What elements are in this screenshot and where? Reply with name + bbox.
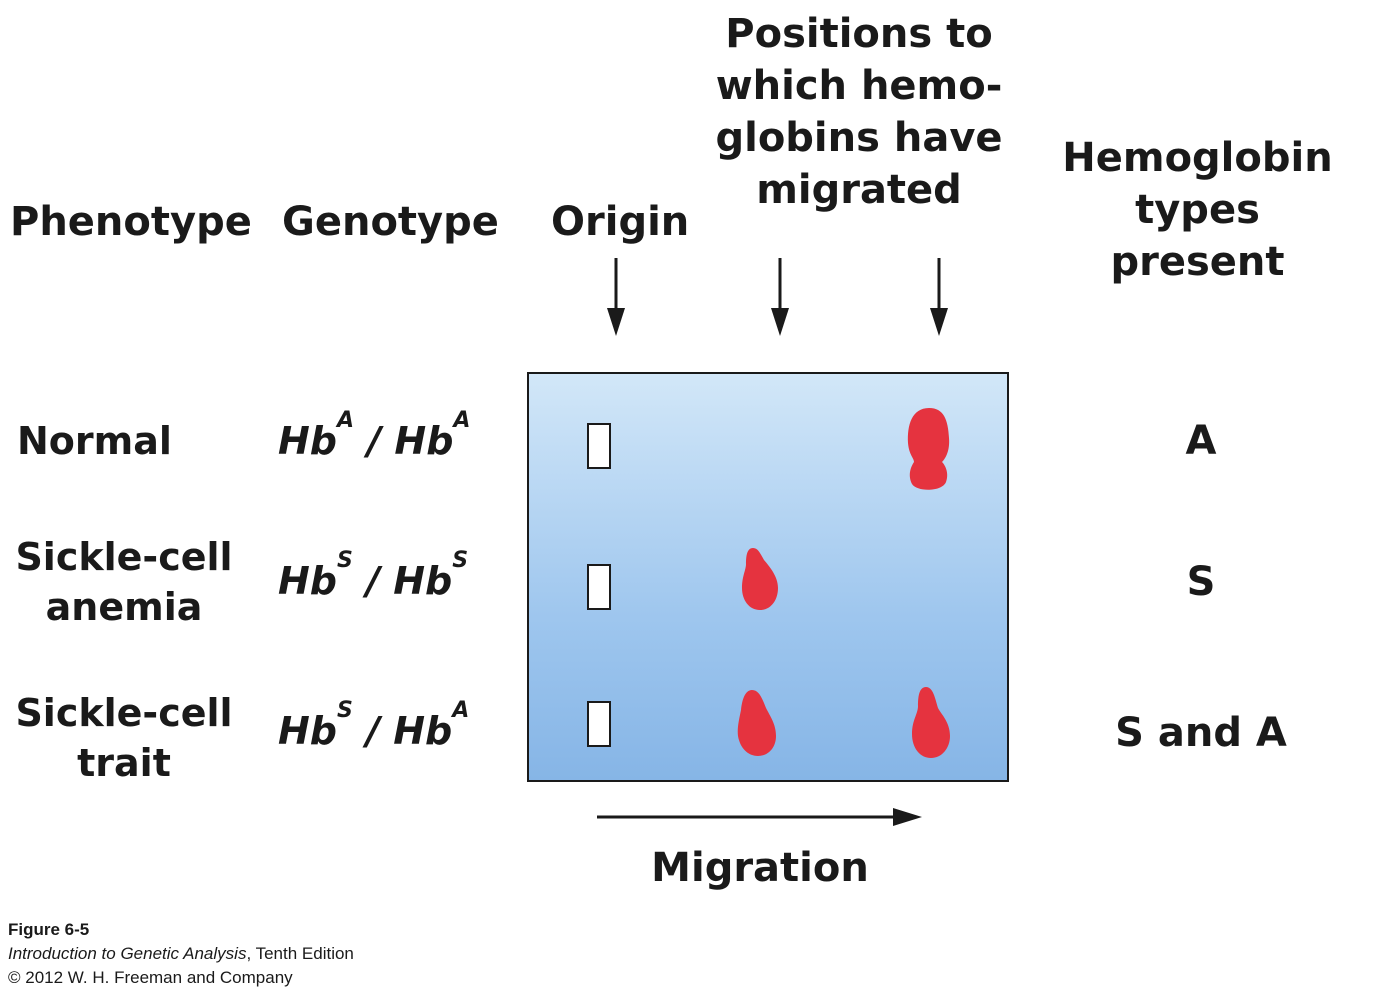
header-positions-line: Positions to	[725, 11, 993, 57]
header-phenotype: Phenotype	[10, 199, 252, 245]
allele-2: Hb	[393, 709, 453, 753]
phenotype-line: Sickle-cell	[15, 535, 233, 579]
band-hb-s-trait	[737, 690, 776, 756]
phenotype-line: Normal	[17, 419, 172, 463]
types-normal: A	[1185, 418, 1217, 464]
phenotype-line: trait	[77, 741, 171, 785]
origin-well-sickle-anemia	[587, 564, 611, 610]
book-line: Introduction to Genetic Analysis, Tenth …	[8, 942, 354, 966]
header-origin: Origin	[551, 199, 690, 245]
position-arrow-a	[930, 258, 948, 336]
position-arrow-s	[771, 258, 789, 336]
phenotype-sickle-cell-anemia: Sickle-cell anemia	[8, 532, 240, 632]
allele-1: Hb	[278, 419, 338, 463]
band-hb-a-normal	[907, 408, 950, 490]
migration-label: Migration	[651, 845, 869, 891]
figure-number: Figure 6-5	[8, 920, 90, 939]
types-sickle-cell-trait: S and A	[1115, 710, 1287, 756]
phenotype-sickle-cell-trait: Sickle-cell trait	[8, 688, 240, 788]
allele-1-superscript: A	[337, 408, 355, 433]
allele-2-superscript: A	[452, 698, 470, 723]
genotype-normal: HbA / HbA	[278, 410, 470, 466]
origin-well-normal	[587, 423, 611, 469]
phenotype-line: Sickle-cell	[15, 691, 233, 735]
genotype-separator: /	[352, 559, 394, 603]
band-hb-a-trait	[912, 687, 950, 758]
book-edition: , Tenth Edition	[246, 944, 354, 963]
genotype-separator: /	[352, 709, 394, 753]
phenotype-line: anemia	[45, 585, 203, 629]
allele-2-superscript: A	[453, 408, 471, 433]
header-positions-line: migrated	[756, 167, 962, 213]
figure-caption: Figure 6-5 Introduction to Genetic Analy…	[8, 918, 354, 990]
allele-1: Hb	[278, 559, 338, 603]
header-positions-line: globins have	[715, 115, 1003, 161]
allele-2: Hb	[394, 419, 454, 463]
genotype-sickle-cell-anemia: HbS / HbS	[278, 550, 468, 606]
header-hemoglobin-types: Hemoglobin types present	[1005, 132, 1390, 288]
header-genotype: Genotype	[282, 199, 499, 245]
book-title: Introduction to Genetic Analysis	[8, 944, 247, 963]
header-positions-line: which hemo-	[715, 63, 1003, 109]
copyright: © 2012 W. H. Freeman and Company	[8, 968, 293, 987]
genotype-sickle-cell-trait: HbS / HbA	[278, 700, 469, 756]
allele-1: Hb	[278, 709, 338, 753]
allele-1-superscript: S	[337, 698, 353, 723]
header-types-line: present	[1110, 239, 1285, 285]
origin-arrow	[607, 258, 625, 336]
allele-2: Hb	[393, 559, 453, 603]
phenotype-normal: Normal	[17, 416, 172, 466]
genotype-separator: /	[354, 419, 395, 463]
migration-arrow	[597, 808, 922, 826]
origin-well-sickle-trait	[587, 701, 611, 747]
band-hb-s-anemia	[742, 548, 778, 610]
types-sickle-cell-anemia: S	[1186, 559, 1216, 605]
header-positions: Positions to which hemo- globins have mi…	[700, 8, 1018, 216]
header-types-line: Hemoglobin types	[1062, 135, 1333, 233]
allele-2-superscript: S	[452, 548, 469, 573]
allele-1-superscript: S	[337, 548, 353, 573]
